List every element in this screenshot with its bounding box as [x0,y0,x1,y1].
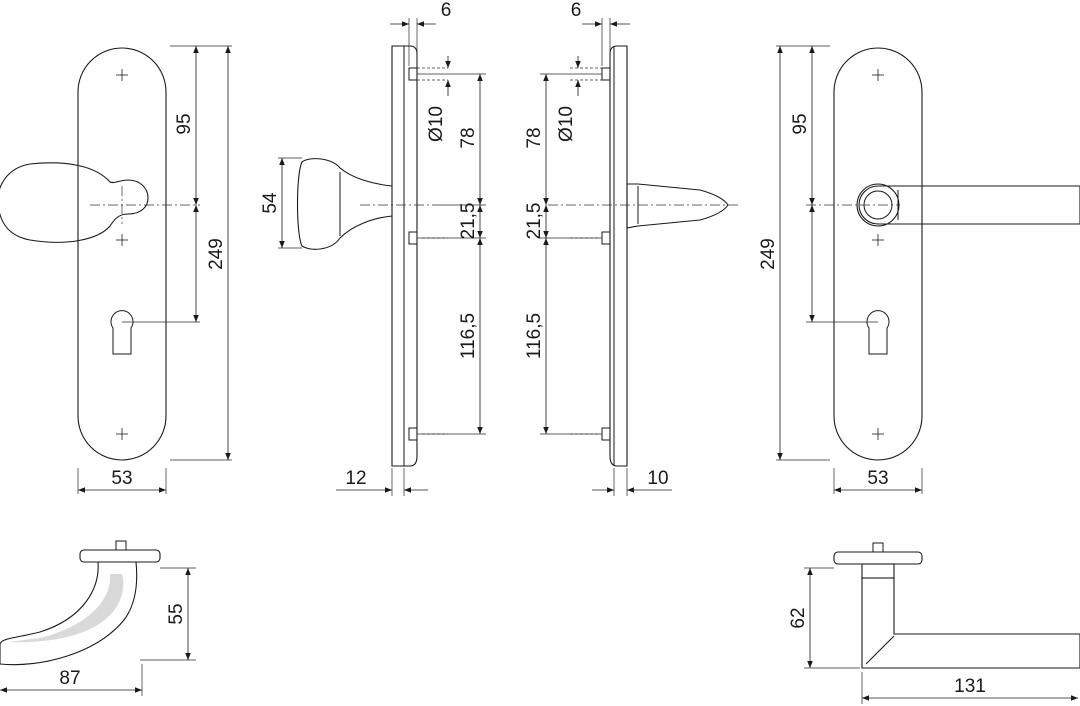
dim-label-95: 95 [174,113,195,134]
lever-plate-front-view: 95 249 53 [758,45,1080,494]
knob-top-profile [0,561,138,666]
side-plate-outline [609,45,628,467]
dim-label-78: 78 [458,127,479,148]
spindle [115,540,127,551]
screw-mark [116,69,128,81]
lever-arm [858,185,1080,225]
dim-label-78: 78 [524,127,545,148]
side-plate-outline [391,45,418,467]
keyhole [110,310,134,355]
knob-top-view: 55 87 [0,540,196,696]
dim-label-10: 10 [647,468,668,489]
spindle [872,542,884,553]
screw-mark [116,234,128,246]
knob-plate-side-view: 54 6 Ø10 78 21,5 116,5 12 [260,0,486,496]
lever-top-view: 62 131 [788,542,1080,704]
knob-side-profile [296,158,393,250]
dim-label-53: 53 [867,468,888,489]
dim-label-6: 6 [571,0,582,21]
rose-plate [79,549,161,563]
lever-top-profile [861,577,1080,669]
knob-plate-outline [77,47,167,461]
knob-stem-shade [8,574,124,643]
dim-label-55: 55 [166,603,187,624]
dim-label-116-5: 116,5 [524,313,545,359]
rose-plate [833,551,923,565]
keyhole [866,310,890,355]
dim-label-131: 131 [954,676,986,697]
screw-mark [872,428,884,440]
dim-label-87: 87 [59,668,80,689]
dim-label-116-5: 116,5 [458,313,479,359]
dim-label-53: 53 [111,468,132,489]
lever-plate-outline [833,47,923,461]
screw-mark [872,69,884,81]
lever-neck [861,563,895,579]
dim-label-21-5: 21,5 [524,203,545,240]
dim-label-95: 95 [790,113,811,134]
dim-label-dia10: Ø10 [426,106,447,142]
dim-label-54: 54 [260,192,281,214]
lever-bend-line [865,635,895,665]
lever-plate-side-view: 6 Ø10 78 21,5 116,5 10 [524,0,740,496]
knob-plate-front-view: 95 249 53 [0,45,232,494]
knob-body [0,162,149,243]
dim-label-249: 249 [206,238,227,270]
dim-label-dia10: Ø10 [556,106,577,142]
screw-mark [116,428,128,440]
screw-mark [872,234,884,246]
dim-label-21-5: 21,5 [458,203,479,240]
dim-label-62: 62 [788,607,809,628]
dim-label-6: 6 [441,0,452,21]
dim-label-12: 12 [345,468,366,489]
dim-label-249: 249 [758,238,779,270]
lever-side-profile [626,183,729,229]
